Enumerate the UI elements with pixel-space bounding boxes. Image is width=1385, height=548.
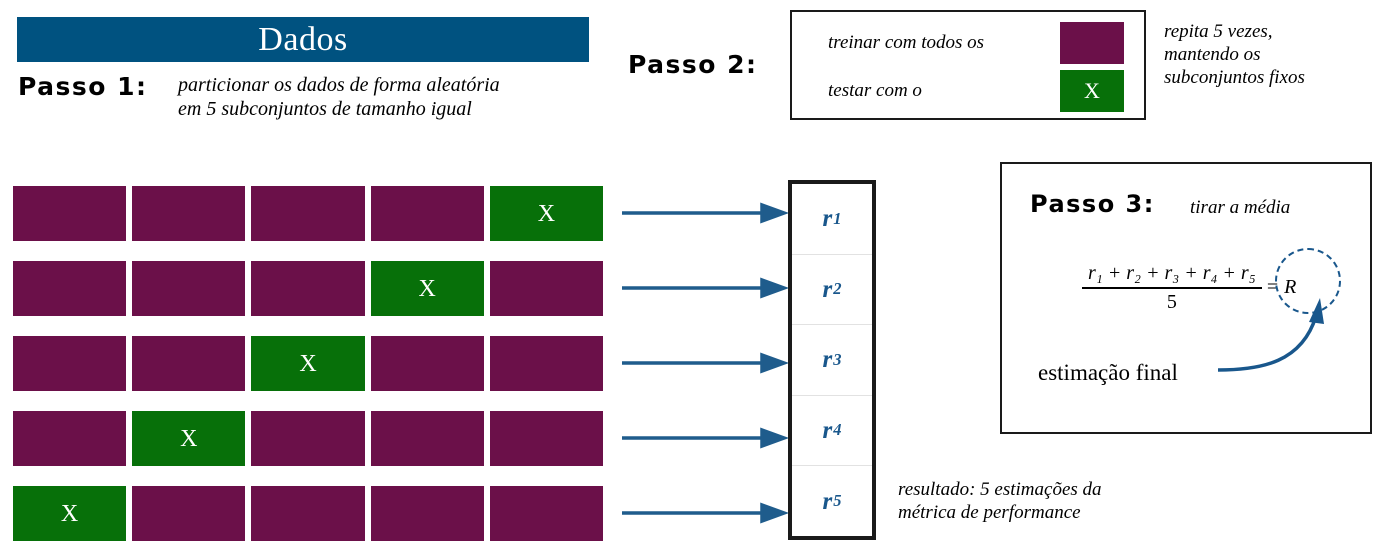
fold-cell-test: X (13, 486, 127, 541)
passo-3-box: Passo 3: tirar a média r₁ + r₂ + r₃ + r₄… (1000, 162, 1372, 434)
fold-cell-test: X (251, 336, 365, 391)
resultado-note: resultado: 5 estimações da métrica de pe… (898, 479, 1102, 524)
result-symbol: r (822, 417, 833, 445)
fold-cell-train (13, 261, 127, 316)
result-index: 3 (833, 349, 842, 369)
result-symbol: r (822, 205, 833, 233)
fraction-numerator: r₁ + r₂ + r₃ + r₄ + r₅ (1088, 262, 1256, 284)
passo-1-label: Passo 1: (18, 72, 148, 101)
fold-cell-train (251, 261, 365, 316)
dados-banner-title: Dados (258, 20, 348, 58)
fold-cell-train (132, 261, 246, 316)
result-symbol: r (822, 487, 833, 515)
fold-row: X (13, 261, 604, 316)
fold-cell-train (251, 186, 365, 241)
result-index: 1 (833, 208, 842, 228)
legend-row-train: treinar com todos os (828, 22, 1128, 64)
legend-test-swatch: X (1060, 70, 1124, 112)
fold-cell-train (489, 336, 604, 391)
fold-cell-train (370, 486, 484, 541)
fraction-denominator: 5 (1166, 290, 1177, 313)
fold-row: X (13, 486, 604, 541)
fold-cell-train (489, 411, 604, 466)
passo-3-label: Passo 3: (1030, 190, 1155, 218)
estimacao-final-arrow (1217, 298, 1324, 372)
fold-cell-test: X (489, 186, 604, 241)
legend-train-swatch (1060, 22, 1124, 64)
result-symbol: r (822, 346, 833, 374)
legend-train-label: treinar com todos os (828, 32, 985, 53)
fold-row: X (13, 411, 604, 466)
result-index: 4 (833, 420, 842, 440)
fold-cell-train (132, 486, 246, 541)
fold-cell-train (251, 486, 365, 541)
fold-row: X (13, 186, 604, 241)
fold-cell-train (13, 411, 127, 466)
legend-test-label: testar com o (828, 80, 922, 101)
fold-cell-train (132, 336, 246, 391)
result-symbol: r (822, 275, 833, 303)
fold-cell-train (13, 186, 127, 241)
fold-to-result-arrows (622, 202, 790, 524)
result-index: 5 (833, 490, 842, 510)
fold-cell-test: X (132, 411, 246, 466)
fold-cell-train (370, 336, 484, 391)
fold-cell-train (251, 411, 365, 466)
result-index: 2 (833, 279, 842, 299)
fold-cell-train (489, 486, 604, 541)
fold-cell-train (370, 186, 484, 241)
passo-3-description: tirar a média (1190, 197, 1291, 218)
fold-cell-train (370, 411, 484, 466)
passo-1-description: particionar os dados de forma aleatória … (178, 74, 500, 121)
highlight-circle-icon (1275, 248, 1341, 314)
fold-cell-test: X (370, 261, 484, 316)
passo-2-note: repita 5 vezes, mantendo os subconjuntos… (1164, 21, 1305, 89)
fold-cell-train (489, 261, 604, 316)
estimacao-final-label: estimação final (1038, 360, 1178, 385)
fold-row: X (13, 336, 604, 391)
fraction: r₁ + r₂ + r₃ + r₄ + r₅ 5 (1082, 262, 1262, 314)
passo-2-legend-box: treinar com todos os testar com o X (790, 10, 1146, 120)
legend-row-test: testar com o X (828, 70, 1128, 112)
fold-cell-train (132, 186, 246, 241)
fraction-bar (1082, 287, 1262, 289)
passo-2-label: Passo 2: (628, 50, 758, 79)
fold-grid: X X X X X (13, 186, 604, 541)
dados-banner: Dados (17, 17, 589, 62)
fold-cell-train (13, 336, 127, 391)
